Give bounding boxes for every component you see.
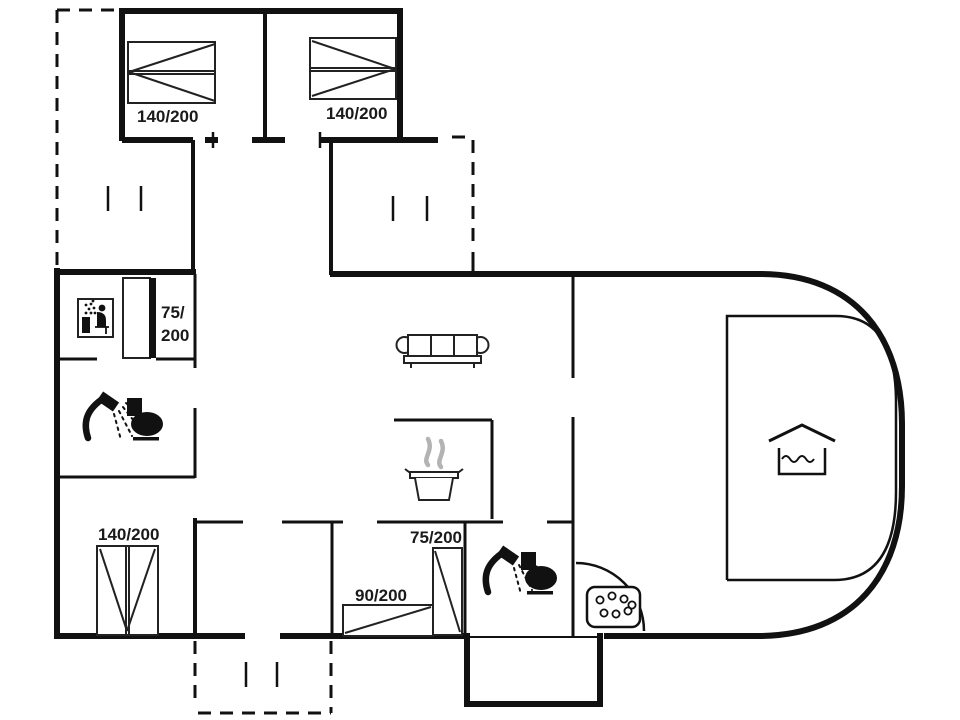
terrace-boundaries [55, 8, 475, 715]
outer-walls [54, 8, 905, 707]
bed-bottom-middle-narrow [432, 547, 463, 636]
bed-label-top-right: 140/200 [326, 104, 387, 123]
sofa-icon [395, 334, 490, 368]
interior-walls [57, 274, 575, 637]
cooking-pot-icon [404, 436, 464, 501]
swimming-pool-icon [768, 423, 836, 476]
bed-alcove-closet [122, 277, 156, 359]
toilet-icon [127, 398, 163, 441]
bed-label-bottom-left: 140/200 [98, 525, 159, 544]
bed-label-top-left: 140/200 [137, 107, 198, 126]
sauna-icon [77, 298, 114, 338]
toilet-icon [521, 552, 557, 595]
bed-bottom-left [96, 545, 159, 636]
bed-bottom-middle-wide [342, 604, 434, 637]
bed-label-bottom-middle-narrow: 75/200 [410, 528, 462, 547]
bed-label-bottom-middle-wide: 90/200 [355, 586, 407, 605]
pool-outline [725, 314, 898, 582]
door-swing-arc [575, 561, 646, 632]
bed-top-right [309, 37, 397, 100]
bed-label-alcove-line1: 75/ [161, 303, 185, 322]
whirlpool-icon [585, 585, 642, 629]
bed-label-alcove-line2: 200 [161, 326, 189, 345]
bed-top-left [127, 41, 216, 104]
